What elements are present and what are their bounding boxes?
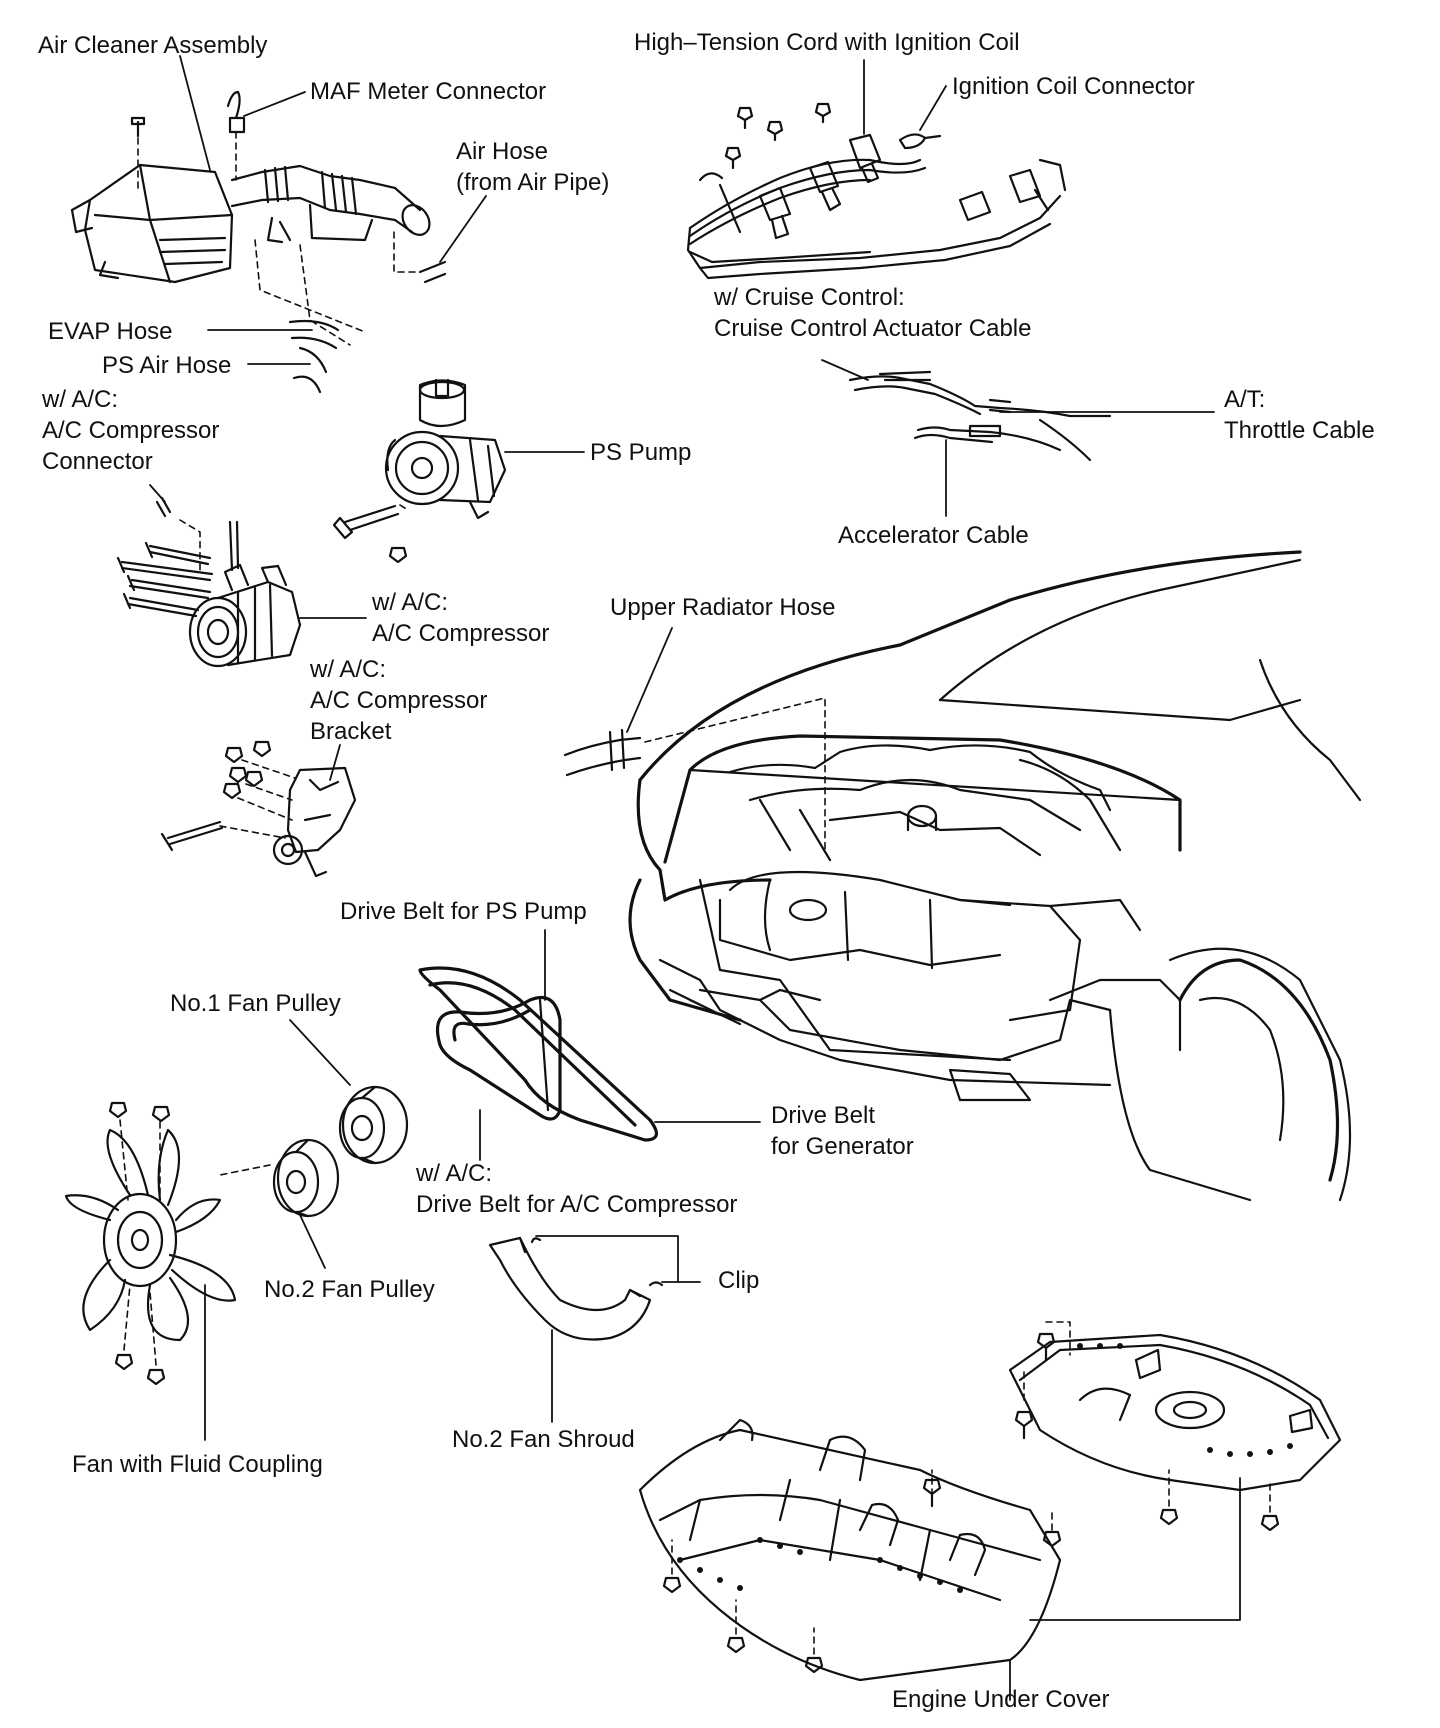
ignition-cords-drawing xyxy=(686,102,1067,280)
no1-fan-pulley-drawing xyxy=(338,1085,409,1165)
under-cover-bolts-drawing xyxy=(662,1332,1280,1674)
cables-drawing xyxy=(848,370,1112,462)
label-high-tension-cord: High–Tension Cord with Ignition Coil xyxy=(634,29,1020,56)
label-engine-under-cover: Engine Under Cover xyxy=(892,1686,1110,1713)
label-drive-belt-generator: Drive Belt for Generator xyxy=(771,1102,914,1160)
label-throttle-cable: A/T: Throttle Cable xyxy=(1224,386,1375,444)
label-ac-compressor-bracket: w/ A/C: A/C Compressor Bracket xyxy=(310,656,488,745)
label-no2-fan-shroud: No.2 Fan Shroud xyxy=(452,1426,635,1453)
ac-compressor-drawing xyxy=(188,520,302,668)
label-fan-fluid-coupling: Fan with Fluid Coupling xyxy=(72,1451,323,1478)
fan-drawing xyxy=(64,1128,237,1342)
ps-pump-drawing xyxy=(384,378,507,520)
label-no1-fan-pulley: No.1 Fan Pulley xyxy=(170,990,341,1017)
ac-bracket-drawing xyxy=(272,766,357,878)
label-ps-air-hose: PS Air Hose xyxy=(102,352,232,379)
under-cover-holes-drawing xyxy=(677,1343,1293,1593)
label-ps-pump: PS Pump xyxy=(590,439,692,466)
air-cleaner-assembly-drawing xyxy=(70,90,447,284)
ac-bolts-drawing xyxy=(116,541,214,618)
label-ac-compressor: w/ A/C: A/C Compressor xyxy=(372,589,550,647)
label-evap-hose: EVAP Hose xyxy=(48,318,173,345)
label-maf-meter-connector: MAF Meter Connector xyxy=(310,78,547,105)
label-drive-belt-ps-pump: Drive Belt for PS Pump xyxy=(340,898,587,925)
no2-fan-pulley-drawing xyxy=(272,1138,340,1218)
label-ignition-coil-connector: Ignition Coil Connector xyxy=(952,73,1195,100)
drive-belts-drawing xyxy=(418,966,658,1142)
vehicle-drawing xyxy=(628,550,1362,1202)
label-clip: Clip xyxy=(718,1267,760,1294)
engine-under-cover-drawing xyxy=(638,1333,1342,1682)
label-upper-radiator-hose: Upper Radiator Hose xyxy=(610,594,836,621)
label-accelerator-cable: Accelerator Cable xyxy=(838,522,1029,549)
label-cruise-control-cable: w/ Cruise Control: Cruise Control Actuat… xyxy=(714,284,1032,342)
label-air-hose: Air Hose (from Air Pipe) xyxy=(456,138,610,196)
label-ac-compressor-connector: w/ A/C: A/C Compressor Connector xyxy=(42,386,220,475)
bracket-bolts-drawing xyxy=(160,740,272,852)
label-drive-belt-ac: w/ A/C: Drive Belt for A/C Compressor xyxy=(416,1160,738,1218)
label-no2-fan-pulley: No.2 Fan Pulley xyxy=(264,1276,435,1303)
fan-shroud-drawing xyxy=(488,1236,664,1341)
upper-radiator-hose-drawing xyxy=(563,728,642,777)
fan-nuts-drawing xyxy=(108,1101,171,1386)
label-air-cleaner-assembly: Air Cleaner Assembly xyxy=(38,32,268,59)
